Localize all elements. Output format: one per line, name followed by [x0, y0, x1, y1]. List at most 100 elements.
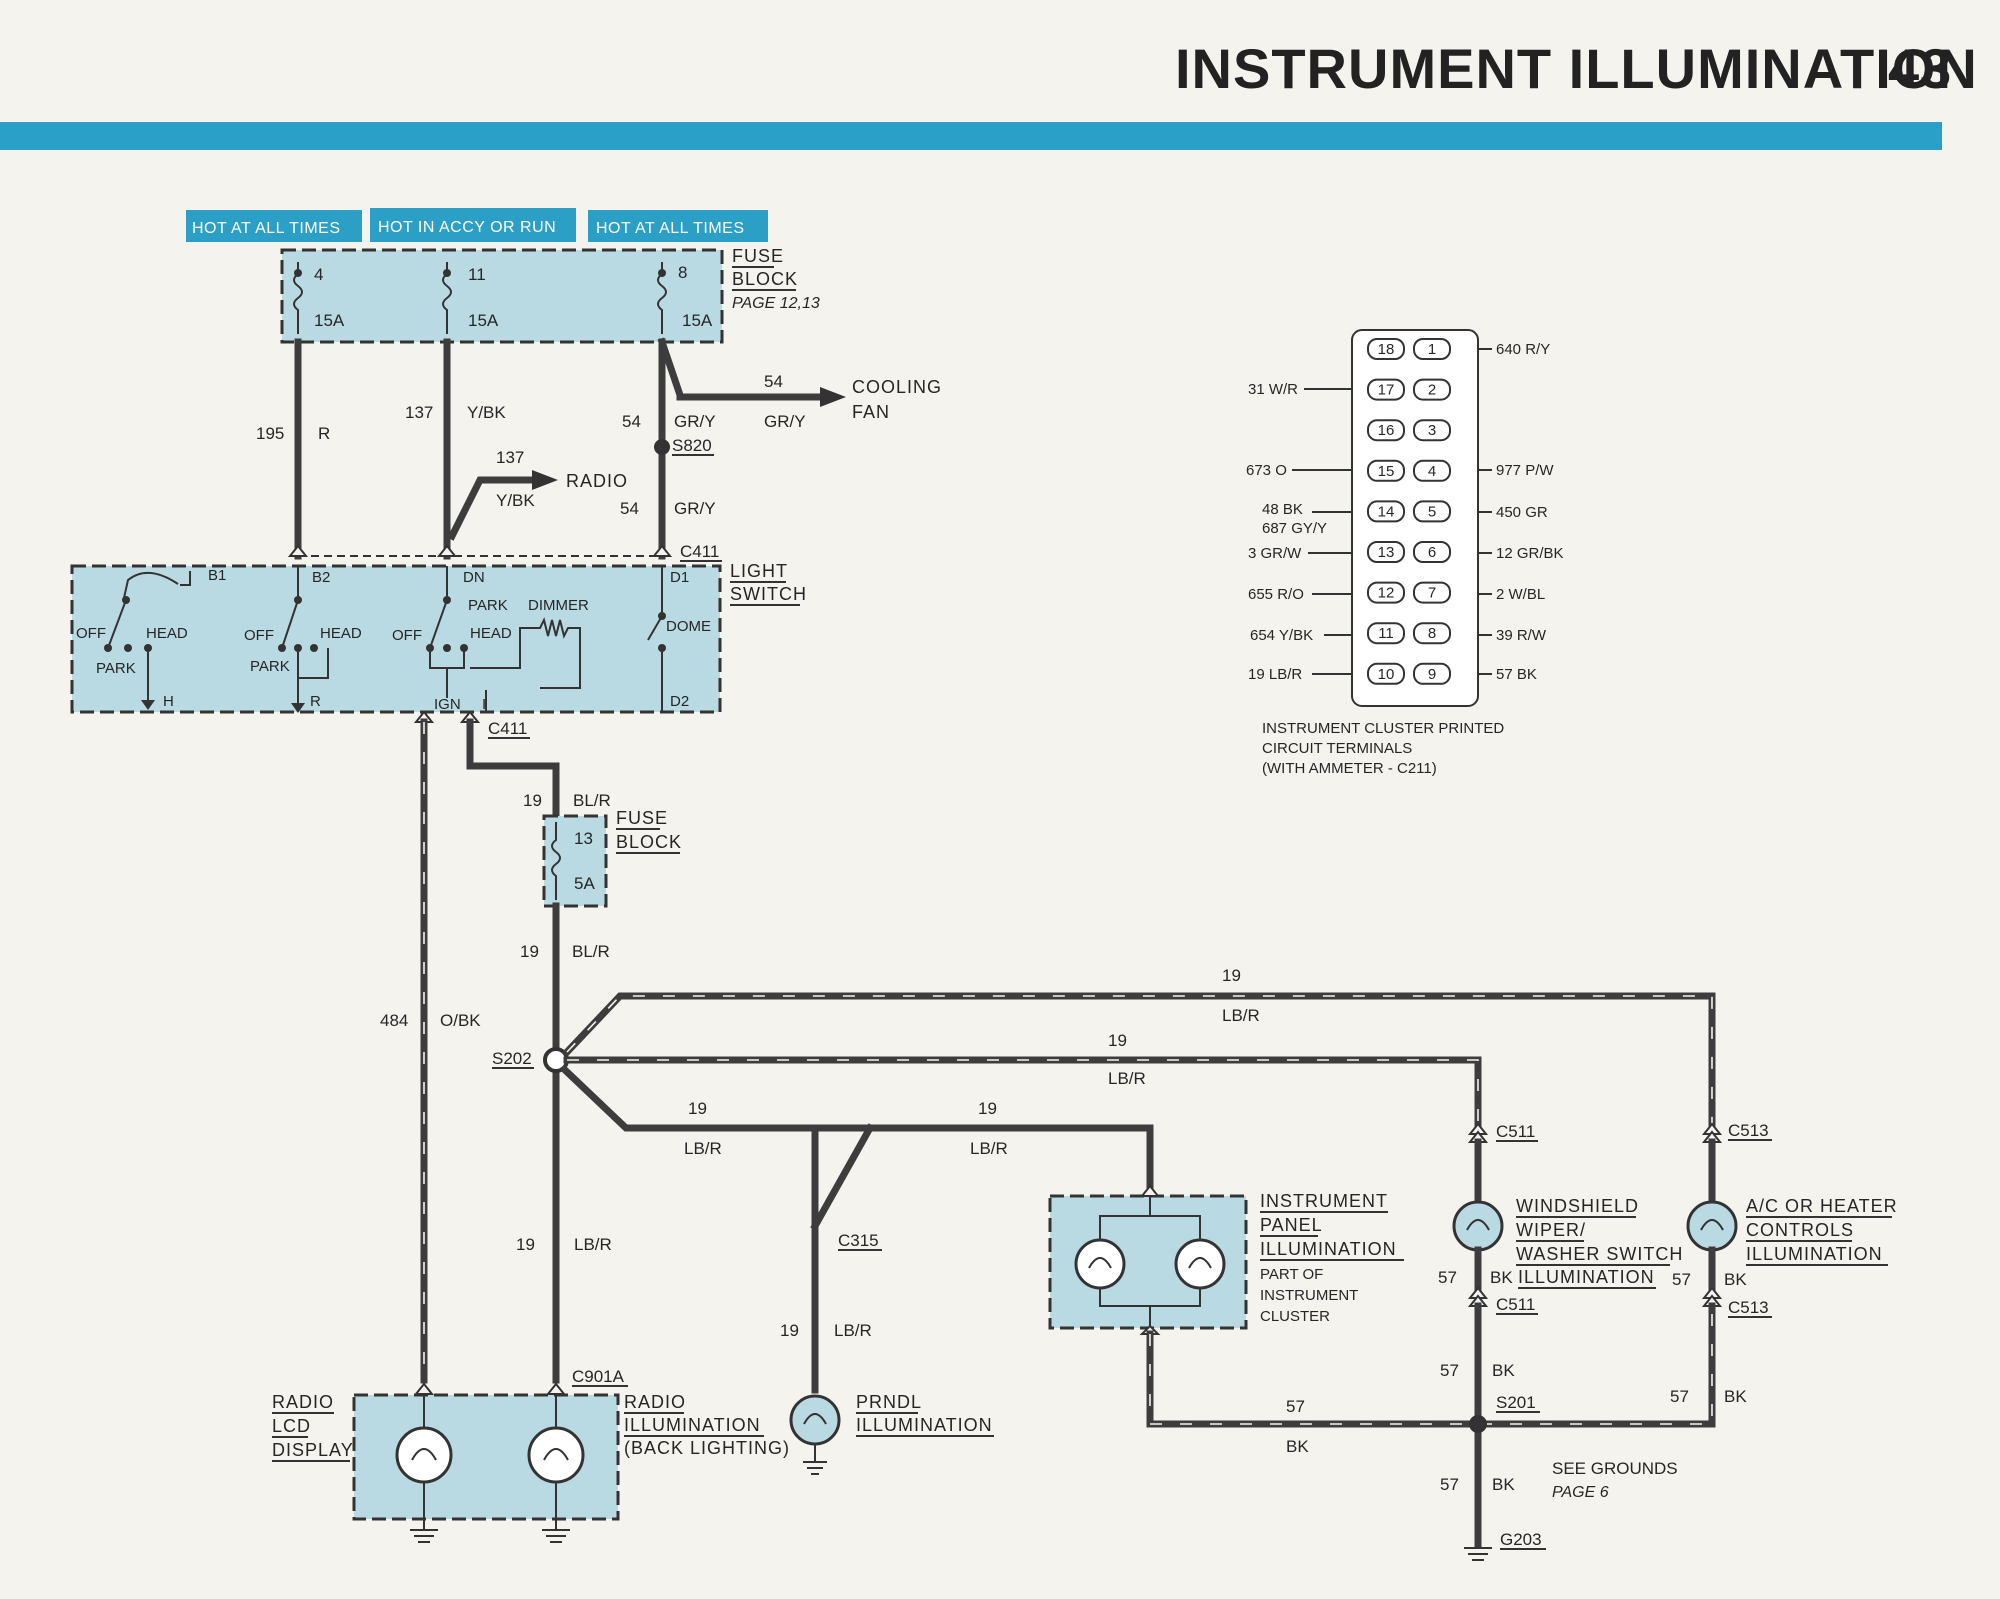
terminal-pin	[1413, 459, 1451, 482]
cluster-wire-label: 19 LB/R	[1248, 666, 1302, 683]
instrument-panel-label: INSTRUMENT	[1260, 1191, 1388, 1211]
cluster-wire-label: 57 BK	[1496, 666, 1537, 683]
wire-color: GR/Y	[674, 412, 716, 431]
terminal-pin	[1413, 378, 1451, 401]
terminal-pin-number: 18	[1378, 341, 1395, 358]
hot-label-box	[370, 208, 576, 242]
switch-position: PARK	[468, 597, 508, 614]
connector-label: C511	[1496, 1122, 1535, 1141]
prndl-label: PRNDL	[856, 1392, 922, 1412]
power-source-labels: HOT AT ALL TIMES HOT IN ACCY OR RUN HOT …	[186, 208, 768, 242]
switch-position: OFF	[76, 625, 106, 642]
bulb-icon	[1074, 1238, 1126, 1290]
switch-position: HEAD	[320, 625, 362, 642]
wire-color: BK	[1286, 1437, 1309, 1456]
terminal-pin	[1367, 622, 1405, 645]
terminal-pin-number: 7	[1428, 585, 1436, 602]
terminal-pin-number: 16	[1378, 422, 1395, 439]
connector-label: C513	[1728, 1121, 1769, 1140]
bulb-icon	[1174, 1238, 1226, 1290]
fuse-icon	[442, 262, 452, 334]
radio-label: RADIO	[566, 471, 628, 491]
wire-color: BK	[1724, 1387, 1747, 1406]
fuse-rating: 15A	[314, 311, 345, 330]
fuse-block-body	[280, 248, 724, 344]
fuse-block-label: FUSE	[732, 246, 784, 266]
terminal-label: H	[163, 693, 174, 710]
wire-number: 19	[978, 1099, 997, 1118]
bulb-icon	[395, 1426, 453, 1484]
connector-label: C513	[1728, 1298, 1769, 1317]
fuse-terminal	[443, 269, 451, 277]
cluster-wire-label: 39 R/W	[1496, 627, 1547, 644]
arrow-icon	[532, 470, 558, 490]
instrument-panel-note: INSTRUMENT	[1260, 1287, 1358, 1304]
splice-dot	[1469, 1415, 1487, 1433]
prndl-illumination: PRNDL ILLUMINATION	[789, 1392, 994, 1475]
connector-icon	[651, 544, 673, 557]
page-title: INSTRUMENT ILLUMINATION	[1175, 37, 1978, 100]
wire-color: BL/R	[572, 942, 610, 961]
terminal-pin	[1413, 541, 1451, 563]
fuse-number: 4	[314, 265, 323, 284]
ground-icon	[542, 1529, 570, 1543]
terminal-pin-number: 2	[1428, 382, 1436, 399]
terminal-pin	[1367, 541, 1405, 563]
ground-icon	[410, 1529, 438, 1543]
connector-icon	[436, 544, 458, 557]
switch-output-wires: C411 19 BL/R	[413, 710, 611, 1384]
wiper-label: ILLUMINATION	[1518, 1267, 1655, 1287]
wire-number: 195	[256, 424, 284, 443]
prndl-label: ILLUMINATION	[856, 1415, 993, 1435]
terminal-pin-number: 10	[1378, 666, 1395, 683]
terminal-label: IGN	[434, 696, 461, 713]
terminal-pin	[1367, 662, 1405, 685]
top-wires: 195 R 137 Y/BK 137 Y/BK RADIO 54 GR/Y 54…	[256, 337, 941, 562]
wire-color: LB/R	[1108, 1069, 1146, 1088]
cluster-wire-label: 673 O	[1246, 462, 1287, 479]
cluster-wire-label: 640 R/Y	[1496, 341, 1550, 358]
wire-number: 484	[380, 1011, 408, 1030]
see-grounds-label: SEE GROUNDS	[1552, 1459, 1678, 1478]
terminal-pin	[1413, 500, 1451, 523]
wire-color: BK	[1492, 1361, 1515, 1380]
terminal-pin	[1367, 581, 1405, 604]
cluster-caption: INSTRUMENT CLUSTER PRINTED	[1262, 720, 1504, 737]
bulb-icon	[789, 1394, 841, 1446]
terminal-pin	[1413, 662, 1451, 685]
wire-number: 19	[520, 942, 539, 961]
cooling-fan-label: FAN	[852, 402, 890, 422]
switch-position: DOME	[666, 618, 711, 635]
wire-color: LB/R	[834, 1321, 872, 1340]
terminal-pin-number: 15	[1378, 463, 1395, 480]
wire-number: 19	[516, 1235, 535, 1254]
cluster-wire-label: 48 BK	[1262, 501, 1303, 518]
wire-number: 57	[1438, 1268, 1457, 1287]
wire-color: LB/R	[970, 1139, 1008, 1158]
terminal-label: D1	[670, 569, 689, 586]
wire-color: Y/BK	[467, 403, 506, 422]
wiper-label: WASHER SWITCH	[1516, 1244, 1683, 1264]
connector-label: C315	[838, 1231, 879, 1250]
arrow-icon	[820, 387, 846, 407]
cluster-wire-label: 31 W/R	[1248, 381, 1298, 398]
instrument-panel-note: PART OF	[1260, 1266, 1323, 1283]
bulb-icon	[1452, 1200, 1504, 1252]
wiper-label: WIPER/	[1516, 1220, 1586, 1240]
switch-position: PARK	[96, 660, 136, 677]
fuse-rating: 15A	[468, 311, 499, 330]
fuse-number: 11	[468, 265, 486, 284]
fuse-rating: 5A	[574, 874, 595, 893]
connector-label: C901A	[572, 1367, 625, 1386]
wire-number: 19	[688, 1099, 707, 1118]
wire-number: 57	[1670, 1387, 1689, 1406]
fuse-block-label: FUSE	[616, 808, 668, 828]
terminal-label: D2	[670, 693, 689, 710]
radio-illumination-label: ILLUMINATION	[624, 1415, 761, 1435]
wire-number: 137	[496, 448, 524, 467]
wire-number: 54	[622, 412, 641, 431]
connector-label: C411	[680, 542, 719, 561]
wiper-label: WINDSHIELD	[1516, 1196, 1639, 1216]
